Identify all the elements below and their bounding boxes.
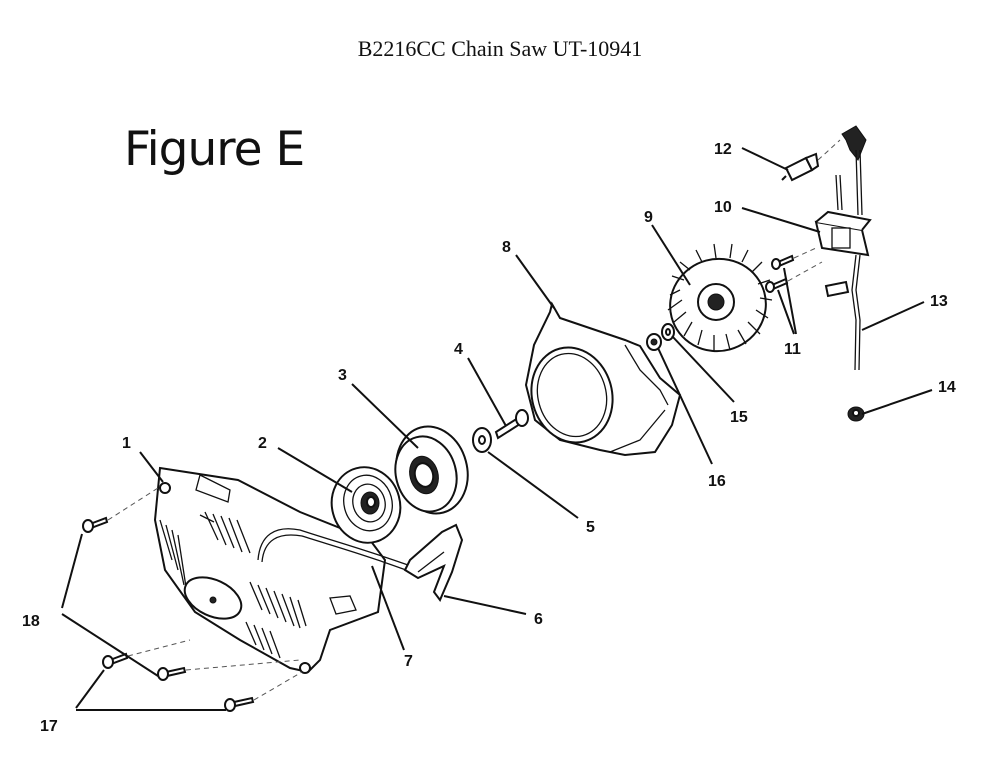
spark-plug [781, 152, 820, 182]
ignition-screws [765, 254, 795, 293]
starter-pulley [394, 425, 469, 515]
ignition-module [814, 210, 872, 257]
callout-2: 2 [258, 435, 267, 452]
callout-9: 9 [644, 209, 653, 226]
callout-7: 7 [404, 653, 413, 670]
alignment-lines [107, 139, 841, 701]
rewind-spring [330, 466, 402, 544]
starter-rope [257, 528, 409, 571]
callout-4: 4 [454, 341, 463, 358]
callout-17: 17 [40, 718, 58, 735]
callout-18: 18 [22, 613, 40, 630]
callout-6: 6 [534, 611, 543, 628]
document-title: B2216CC Chain Saw UT-10941 [357, 36, 643, 61]
starter-housing [153, 466, 387, 674]
leader-lines [61, 147, 933, 711]
callout-8: 8 [502, 239, 511, 256]
callout-16: 16 [708, 473, 726, 490]
callout-10: 10 [714, 199, 732, 216]
washer-5 [472, 427, 492, 453]
flywheel [667, 243, 773, 353]
nut-14 [847, 406, 865, 422]
callout-11: 11 [784, 341, 801, 358]
callout-13: 13 [930, 293, 948, 310]
pulley-screw [494, 409, 529, 440]
callout-15: 15 [730, 409, 748, 426]
fan-housing [524, 301, 682, 457]
starter-handle [403, 523, 464, 602]
callout-1: 1 [122, 435, 131, 452]
housing-screws [82, 516, 255, 712]
callout-numbers: 1 2 3 4 5 6 7 8 9 10 11 12 13 14 15 16 1… [22, 141, 956, 735]
washer-15 [661, 323, 675, 341]
callout-14: 14 [938, 379, 956, 396]
callout-3: 3 [338, 367, 347, 384]
figure-label: Figure E [124, 122, 305, 177]
nut-16 [646, 333, 662, 351]
callout-5: 5 [586, 519, 595, 536]
callout-12: 12 [714, 141, 732, 158]
spark-plug-lead [824, 125, 867, 371]
